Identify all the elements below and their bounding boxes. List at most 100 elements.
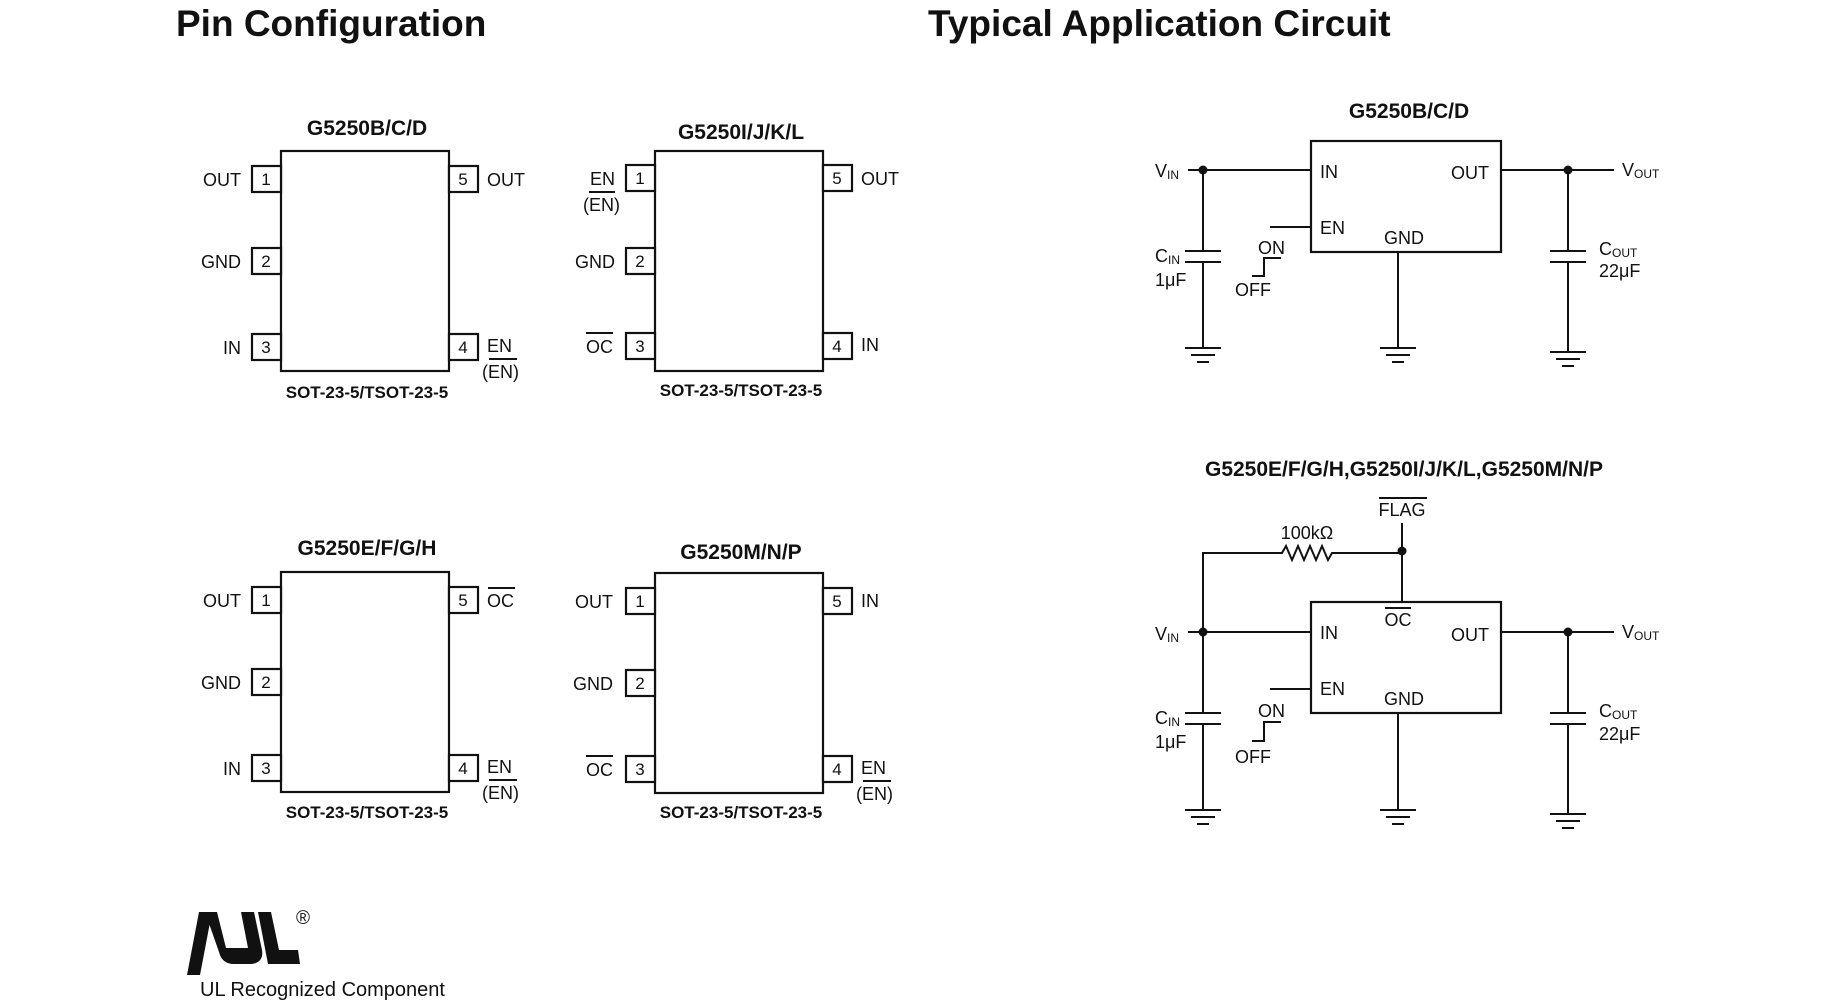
chip-body xyxy=(279,149,451,373)
pin-number: 3 xyxy=(635,760,644,779)
chip-body xyxy=(653,149,825,373)
pin-3 xyxy=(250,753,283,783)
pin-number: 1 xyxy=(635,592,644,611)
vout-label: VOUT xyxy=(1622,622,1660,643)
junction-dot xyxy=(1397,546,1407,556)
chip-g5250ijkl: G5250I/J/K/L 1 2 3 5 4 EN (EN) GND OC OU… xyxy=(575,121,899,400)
pin-5 xyxy=(821,163,854,193)
pin-label: OC xyxy=(586,760,613,780)
ul-logo-icon xyxy=(205,912,263,964)
chip-g5250mnp: G5250M/N/P 1 2 3 5 4 OUT GND OC IN EN (E… xyxy=(573,541,893,822)
pin-label: EN xyxy=(590,169,615,189)
pin-label: IN xyxy=(861,335,879,355)
pin-number: 1 xyxy=(635,169,644,188)
pin-2 xyxy=(250,667,283,697)
off-label: OFF xyxy=(1235,747,1271,767)
pin-number: 4 xyxy=(458,338,467,357)
registered-mark: ® xyxy=(296,908,310,929)
pin-1 xyxy=(624,586,657,616)
pin-number: 1 xyxy=(261,591,270,610)
regulator-ic xyxy=(1309,139,1503,254)
vin-label: VIN xyxy=(1155,624,1179,645)
pin-1 xyxy=(250,585,283,615)
pin-label: OUT xyxy=(203,170,241,190)
pin-4 xyxy=(821,331,854,361)
package-label: SOT-23-5/TSOT-23-5 xyxy=(660,381,823,400)
pin-4 xyxy=(447,753,480,783)
pin-4 xyxy=(821,754,854,784)
package-label: SOT-23-5/TSOT-23-5 xyxy=(286,383,449,402)
pin-label: OUT xyxy=(487,170,525,190)
pin-label: OUT xyxy=(861,169,899,189)
pin-number: 3 xyxy=(261,759,270,778)
pin-2 xyxy=(624,668,657,698)
vin-label: VIN xyxy=(1155,161,1179,182)
ic-pin-in: IN xyxy=(1320,162,1338,182)
package-label: SOT-23-5/TSOT-23-5 xyxy=(286,803,449,822)
pin-label: OUT xyxy=(203,591,241,611)
pin-label: OC xyxy=(586,337,613,357)
chip-name: G5250M/N/P xyxy=(680,541,801,564)
pin-label-alt: (EN) xyxy=(583,195,620,215)
cout-value: 22μF xyxy=(1599,724,1640,744)
pin-number: 5 xyxy=(458,170,467,189)
pin-label: IN xyxy=(223,338,241,358)
step-signal-icon xyxy=(1252,257,1281,277)
pin-number: 2 xyxy=(261,252,270,271)
cout-label: COUT xyxy=(1599,701,1638,722)
regulator-ic xyxy=(1309,600,1503,715)
pin-number: 4 xyxy=(458,759,467,778)
circuit-title: G5250B/C/D xyxy=(1349,100,1469,123)
resistor-value: 100kΩ xyxy=(1281,523,1334,543)
chip-name: G5250E/F/G/H xyxy=(298,537,437,560)
ic-pin-out: OUT xyxy=(1451,625,1489,645)
pin-number: 5 xyxy=(832,169,841,188)
ic-pin-en: EN xyxy=(1320,218,1345,238)
flag-label: FLAG xyxy=(1378,500,1425,520)
pin-label: IN xyxy=(223,759,241,779)
pin-1 xyxy=(250,164,283,194)
chip-body xyxy=(279,570,451,794)
pin-label-alt: (EN) xyxy=(482,783,519,803)
ul-logo-icon xyxy=(187,912,212,975)
vout-label: VOUT xyxy=(1622,160,1660,181)
application-circuit-2: G5250E/F/G/H,G5250I/J/K/L,G5250M/N/P IN … xyxy=(1155,458,1660,829)
package-label: SOT-23-5/TSOT-23-5 xyxy=(660,803,823,822)
pin-label: GND xyxy=(201,673,241,693)
pin-label: EN xyxy=(487,757,512,777)
cout-label: COUT xyxy=(1599,239,1638,260)
pin-2 xyxy=(624,246,657,276)
cin-label: CIN xyxy=(1155,246,1180,267)
ul-logo-icon xyxy=(258,912,300,964)
ic-pin-en: EN xyxy=(1320,679,1345,699)
pin-label: GND xyxy=(201,252,241,272)
typical-application-title: Typical Application Circuit xyxy=(928,3,1391,44)
chip-g5250bcd: G5250B/C/D 1 2 3 5 4 OUT GND IN OUT EN (… xyxy=(201,117,525,402)
on-label: ON xyxy=(1258,238,1285,258)
pin-label-alt: (EN) xyxy=(856,784,893,804)
pin-3 xyxy=(624,331,657,361)
cin-value: 1μF xyxy=(1155,270,1186,290)
pin-label: GND xyxy=(575,252,615,272)
pin-5 xyxy=(447,164,480,194)
ic-pin-out: OUT xyxy=(1451,163,1489,183)
chip-name: G5250B/C/D xyxy=(307,117,427,140)
pin-3 xyxy=(250,332,283,362)
step-signal-icon xyxy=(1252,721,1281,742)
pin-label: OUT xyxy=(575,592,613,612)
ul-recognized-logo: ® UL Recognized Component xyxy=(187,908,445,1000)
pin-number: 4 xyxy=(832,760,841,779)
cout-value: 22μF xyxy=(1599,261,1640,281)
pin-number: 3 xyxy=(261,338,270,357)
chip-name: G5250I/J/K/L xyxy=(678,121,804,144)
pin-number: 2 xyxy=(635,252,644,271)
pin-2 xyxy=(250,246,283,276)
ic-pin-gnd: GND xyxy=(1384,228,1424,248)
application-circuit-1: G5250B/C/D IN OUT EN GND VIN CIN 1μF ON … xyxy=(1155,100,1660,367)
ic-pin-oc: OC xyxy=(1385,610,1412,630)
pin-label: EN xyxy=(861,758,886,778)
pin-number: 5 xyxy=(458,591,467,610)
pin-label: GND xyxy=(573,674,613,694)
pin-5 xyxy=(821,586,854,616)
